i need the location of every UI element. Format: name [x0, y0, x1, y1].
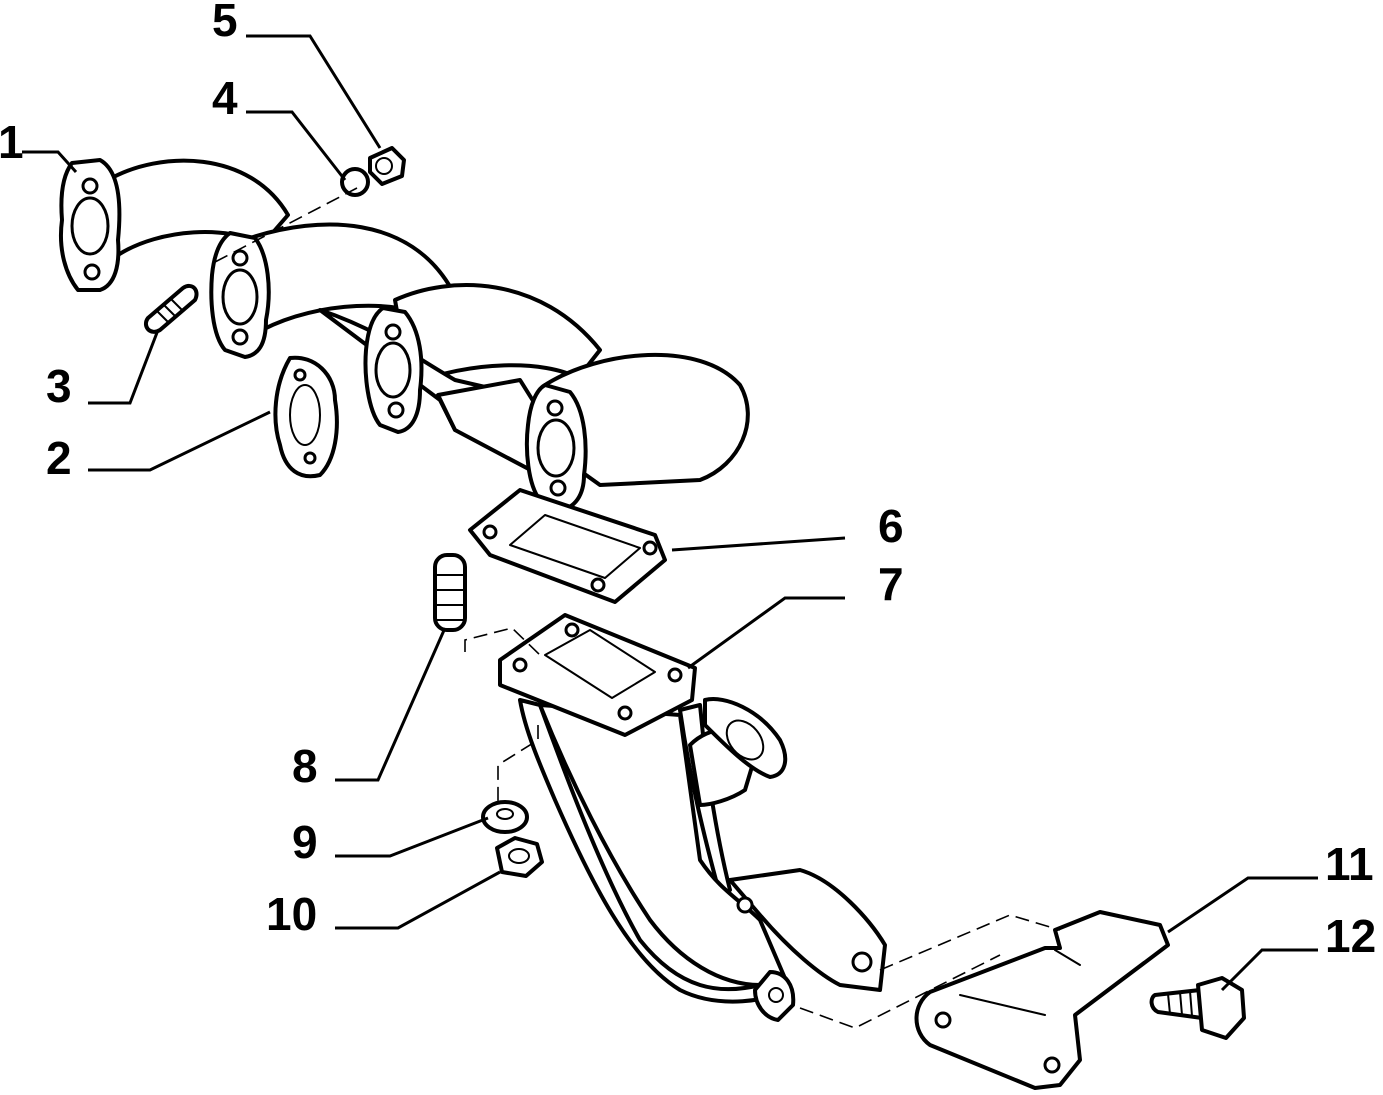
manifold-gasket: [273, 355, 339, 479]
exhaust-downpipe: [498, 613, 887, 1022]
support-bracket: [914, 910, 1170, 1090]
hex-nut: [495, 836, 544, 878]
exhaust-manifold: [59, 158, 750, 512]
callout-9: 9: [292, 816, 318, 868]
callout-5: 5: [212, 0, 238, 46]
leader-lines: [22, 34, 1318, 992]
nut: [368, 146, 406, 186]
callout-3: 3: [46, 360, 72, 412]
manifold-stud: [143, 283, 199, 334]
flange-bolt: [1149, 976, 1246, 1040]
callout-1: 1: [0, 116, 24, 168]
callout-8: 8: [292, 740, 318, 792]
flat-washer: [481, 800, 529, 834]
callout-7: 7: [878, 558, 904, 610]
callout-11: 11: [1325, 838, 1374, 890]
callout-12: 12: [1325, 910, 1376, 962]
washer: [340, 167, 370, 197]
callout-4: 4: [212, 72, 238, 124]
downpipe-stud: [433, 553, 467, 632]
callout-6: 6: [878, 500, 904, 552]
assembly-lines: [214, 187, 1061, 1029]
callout-labels: 1 2 3 4 5 6 7 8 9 10 11 12: [0, 0, 1376, 962]
callout-10: 10: [266, 888, 317, 940]
callout-2: 2: [46, 432, 72, 484]
flange-gasket: [468, 488, 667, 604]
